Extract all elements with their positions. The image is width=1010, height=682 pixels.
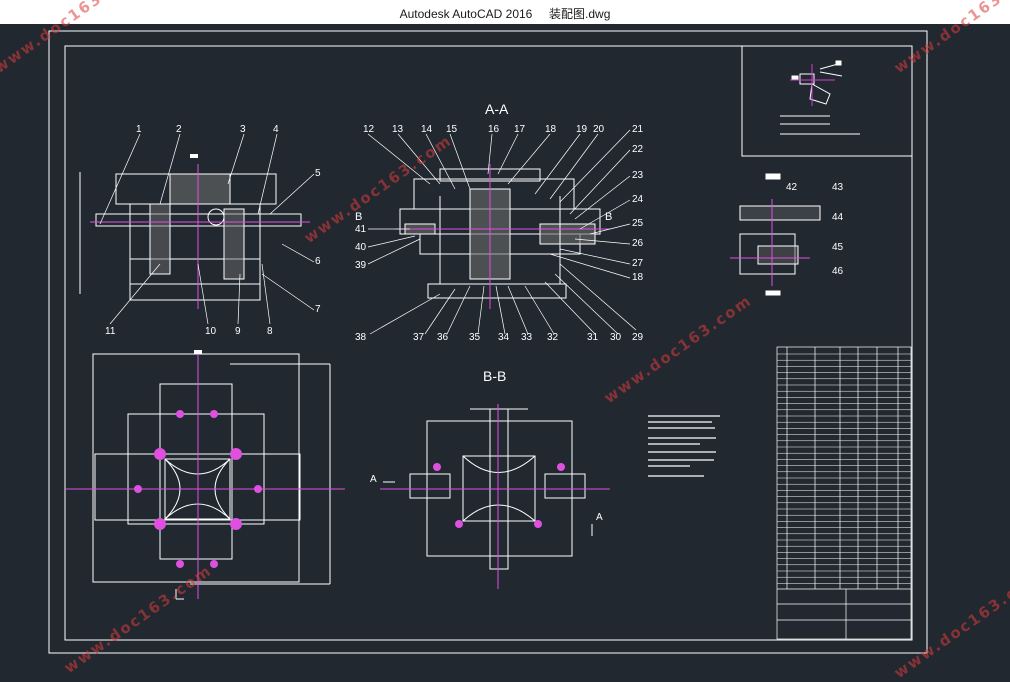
svg-text:17: 17 — [514, 124, 526, 135]
cut-markers — [175, 481, 593, 600]
callouts: 1 2 3 4 5 6 7 11 10 9 8 12 13 14 15 16 1… — [105, 124, 844, 523]
svg-text:29: 29 — [632, 332, 644, 343]
svg-text:19: 19 — [576, 124, 588, 135]
callout-leaders — [99, 129, 637, 335]
svg-text:11: 11 — [105, 326, 116, 337]
svg-text:36: 36 — [437, 332, 449, 343]
svg-text:8: 8 — [267, 326, 273, 337]
section-bb-centerlines — [380, 404, 610, 589]
svg-text:42: 42 — [786, 182, 798, 193]
svg-text:7: 7 — [315, 304, 321, 315]
svg-text:A: A — [596, 512, 603, 523]
plan-view-left-centerlines — [66, 354, 345, 599]
file-name: 装配图.dwg — [549, 7, 611, 21]
left-top-view — [79, 172, 302, 301]
svg-text:31: 31 — [587, 332, 599, 343]
section-aa-label: A-A — [485, 101, 509, 117]
section-bb-label: B-B — [483, 368, 506, 384]
svg-text:24: 24 — [632, 194, 644, 205]
svg-text:46: 46 — [832, 266, 844, 277]
plan-view-left — [92, 353, 331, 585]
svg-text:13: 13 — [392, 124, 404, 135]
svg-text:27: 27 — [632, 258, 644, 269]
window-titlebar: Autodesk AutoCAD 2016 装配图.dwg — [0, 0, 1010, 24]
plan-view-left-holes — [134, 410, 262, 568]
app-title: Autodesk AutoCAD 2016 — [399, 7, 533, 21]
svg-text:41: 41 — [355, 224, 367, 235]
svg-text:38: 38 — [355, 332, 367, 343]
svg-text:1: 1 — [136, 124, 142, 135]
svg-text:43: 43 — [832, 182, 844, 193]
svg-text:B: B — [605, 211, 612, 223]
svg-text:45: 45 — [832, 242, 844, 253]
svg-text:22: 22 — [632, 144, 644, 155]
bom-table — [776, 346, 912, 640]
section-aa-centerlines — [395, 164, 610, 309]
svg-text:30: 30 — [610, 332, 622, 343]
left-top-centerlines — [90, 164, 310, 309]
inner-frame — [64, 45, 913, 641]
top-marker — [190, 154, 198, 158]
svg-text:34: 34 — [498, 332, 510, 343]
bom-rows — [777, 353, 911, 584]
svg-text:16: 16 — [488, 124, 500, 135]
detail-box — [741, 45, 913, 157]
svg-text:14: 14 — [421, 124, 433, 135]
svg-text:40: 40 — [355, 242, 367, 253]
svg-text:6: 6 — [315, 256, 321, 267]
svg-text:44: 44 — [832, 212, 844, 223]
svg-text:12: 12 — [363, 124, 375, 135]
svg-text:20: 20 — [593, 124, 605, 135]
window-title: Autodesk AutoCAD 2016 装配图.dwg — [0, 5, 1010, 22]
svg-text:2: 2 — [176, 124, 182, 135]
drawing-svg: A-A 1 2 3 4 5 6 7 11 10 9 — [48, 30, 928, 654]
svg-text:15: 15 — [446, 124, 458, 135]
detail-box-centerline — [790, 64, 835, 106]
section-aa-view — [399, 168, 601, 299]
section-bb-holes — [433, 463, 565, 528]
detail-centerlines — [730, 199, 810, 286]
svg-text:26: 26 — [632, 238, 644, 249]
drawing-canvas[interactable]: A-A 1 2 3 4 5 6 7 11 10 9 — [0, 24, 1010, 655]
svg-text:18: 18 — [632, 272, 644, 283]
svg-text:21: 21 — [632, 124, 644, 135]
svg-text:9: 9 — [235, 326, 241, 337]
svg-text:B: B — [355, 211, 362, 223]
svg-text:35: 35 — [469, 332, 481, 343]
svg-text:37: 37 — [413, 332, 425, 343]
svg-text:A: A — [370, 474, 377, 485]
svg-text:23: 23 — [632, 170, 644, 181]
svg-text:4: 4 — [273, 124, 279, 135]
detail-box-sketch — [780, 60, 860, 135]
svg-text:25: 25 — [632, 218, 644, 229]
svg-text:39: 39 — [355, 260, 367, 271]
plan-marker — [194, 350, 202, 354]
svg-text:18: 18 — [545, 124, 557, 135]
technical-notes — [648, 415, 720, 477]
svg-text:3: 3 — [240, 124, 246, 135]
svg-text:33: 33 — [521, 332, 533, 343]
detail-views — [739, 173, 821, 296]
svg-text:32: 32 — [547, 332, 559, 343]
svg-text:5: 5 — [315, 168, 321, 179]
outer-frame — [48, 30, 928, 654]
svg-text:10: 10 — [205, 326, 217, 337]
